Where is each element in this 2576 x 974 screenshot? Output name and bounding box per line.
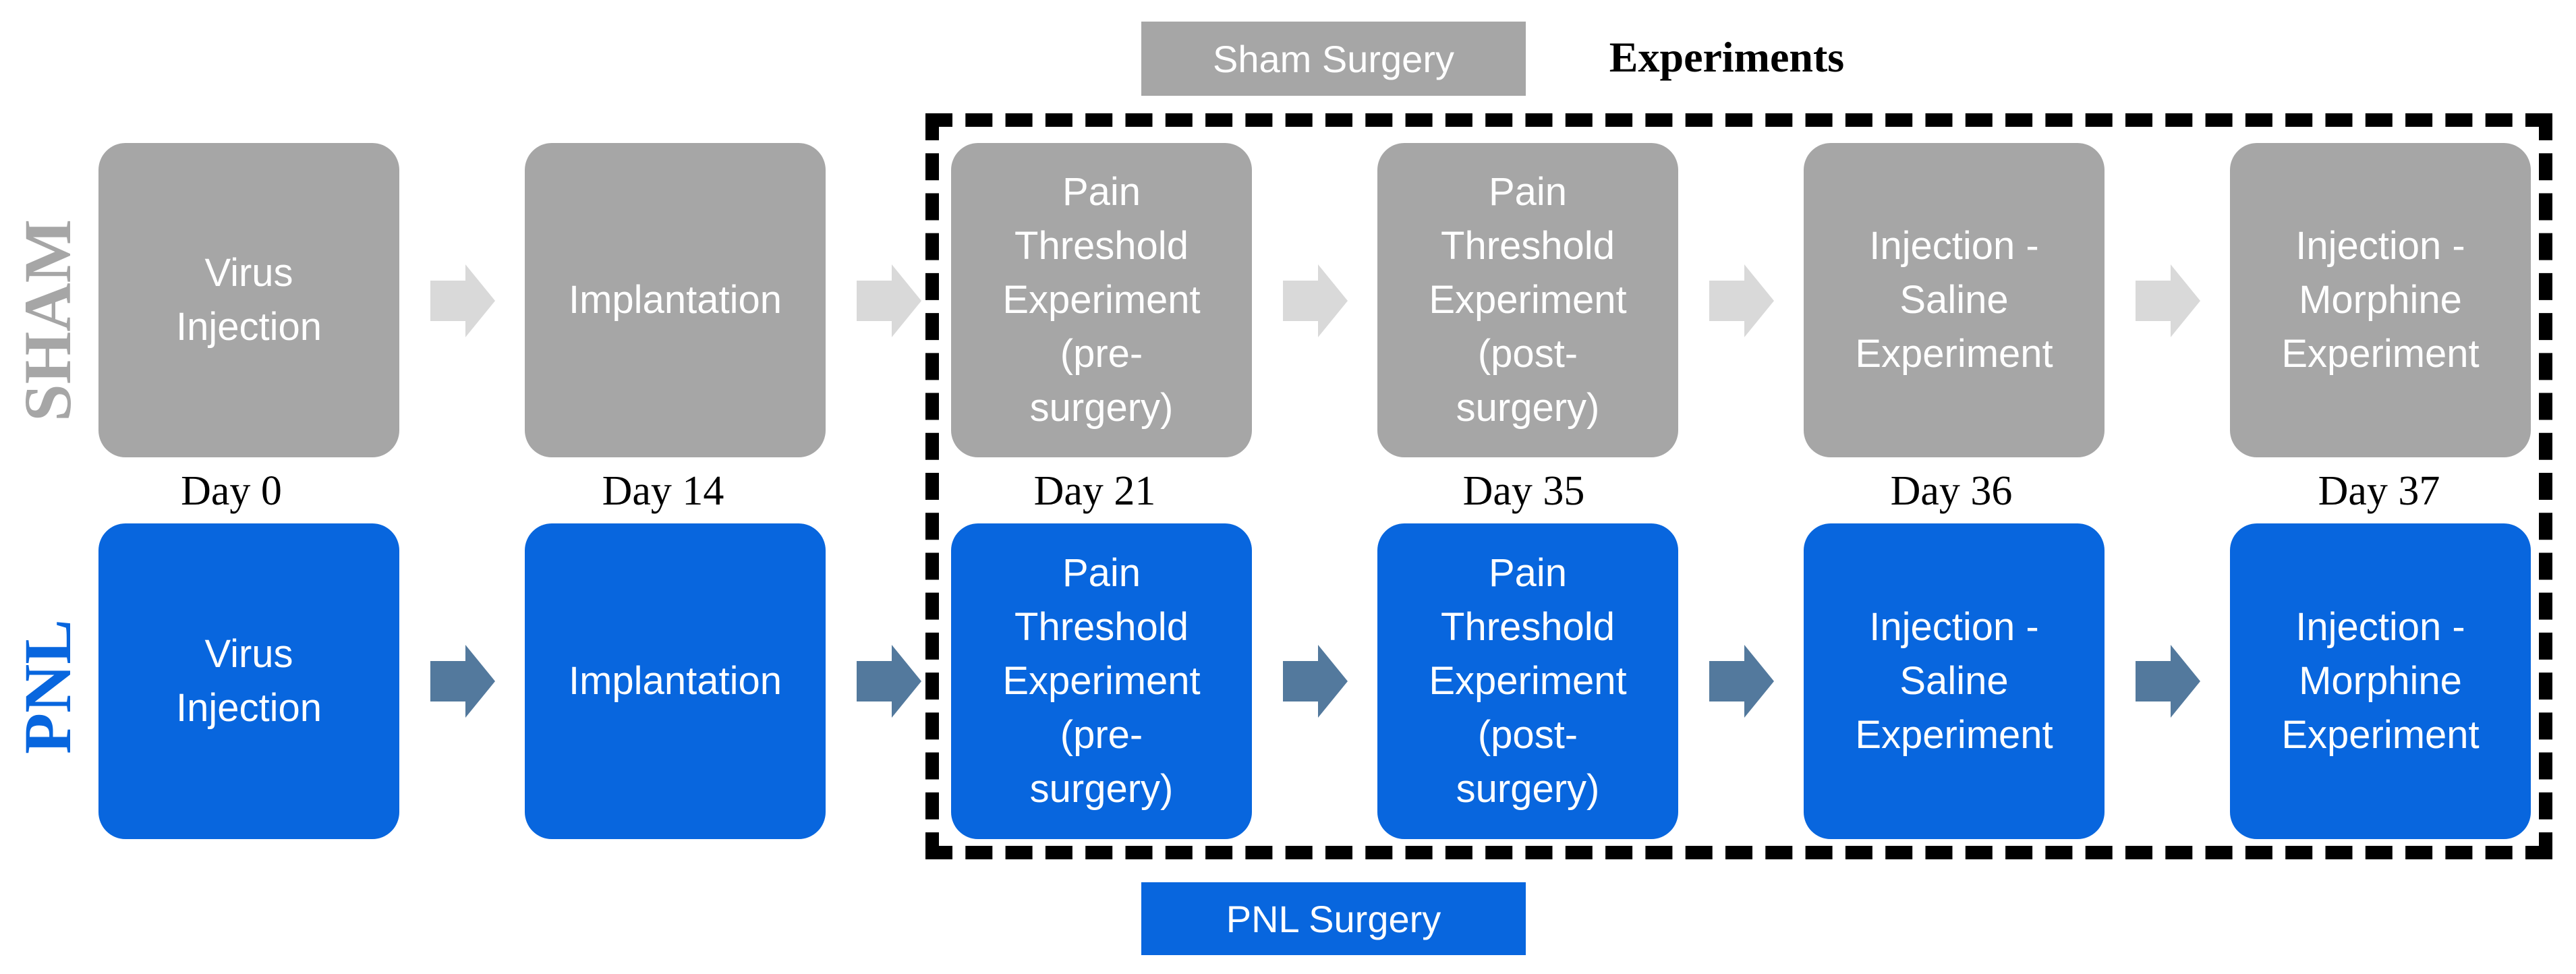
day-label: Day 14 bbox=[602, 467, 724, 514]
pnl-step-box: Injection - Morphine Experiment bbox=[2230, 523, 2531, 839]
pnl-arrow-icon bbox=[1709, 645, 1774, 718]
sham-surgery-legend: Sham Surgery bbox=[1141, 22, 1526, 96]
pnl-arrow-icon bbox=[1283, 645, 1348, 718]
pnl-step-box: Virus Injection bbox=[98, 523, 399, 839]
day-label: Day 36 bbox=[1890, 467, 2013, 514]
pnl-arrow-shape bbox=[857, 645, 921, 718]
sham-arrow-shape bbox=[2136, 264, 2200, 337]
day-label: Day 0 bbox=[181, 467, 282, 514]
pnl-arrow-icon bbox=[857, 645, 921, 718]
sham-step-box: Injection - Saline Experiment bbox=[1804, 143, 2105, 457]
pnl-arrow-shape bbox=[2136, 645, 2200, 718]
pnl-step-box: Injection - Saline Experiment bbox=[1804, 523, 2105, 839]
pnl-surgery-legend: PNL Surgery bbox=[1141, 882, 1526, 955]
pnl-arrow-icon bbox=[2136, 645, 2200, 718]
sham-step-box: Pain Threshold Experiment (pre- surgery) bbox=[951, 143, 1252, 457]
sham-step-box: Pain Threshold Experiment (post- surgery… bbox=[1377, 143, 1678, 457]
sham-arrow-icon bbox=[430, 264, 495, 337]
sham-arrow-icon bbox=[857, 264, 921, 337]
sham-arrow-icon bbox=[2136, 264, 2200, 337]
sham-arrow-shape bbox=[430, 264, 495, 337]
sham-arrow-icon bbox=[1709, 264, 1774, 337]
sham-arrow-shape bbox=[1283, 264, 1348, 337]
experiments-label: Experiments bbox=[1609, 33, 1845, 81]
pnl-arrow-shape bbox=[1709, 645, 1774, 718]
pnl-step-box: Pain Threshold Experiment (post- surgery… bbox=[1377, 523, 1678, 839]
experiments-dashed-frame bbox=[925, 113, 2552, 859]
sham-row-label: SHAM bbox=[9, 219, 85, 422]
day-label: Day 37 bbox=[2318, 467, 2440, 514]
sham-arrow-shape bbox=[1709, 264, 1774, 337]
pnl-arrow-shape bbox=[430, 645, 495, 718]
pnl-arrow-shape bbox=[1283, 645, 1348, 718]
sham-arrow-icon bbox=[1283, 264, 1348, 337]
pnl-row-label: PNL bbox=[9, 619, 85, 754]
pnl-arrow-icon bbox=[430, 645, 495, 718]
sham-step-box: Implantation bbox=[525, 143, 826, 457]
day-label: Day 21 bbox=[1033, 467, 1156, 514]
day-label: Day 35 bbox=[1462, 467, 1585, 514]
sham-step-box: Virus Injection bbox=[98, 143, 399, 457]
pnl-step-box: Implantation bbox=[525, 523, 826, 839]
sham-arrow-shape bbox=[857, 264, 921, 337]
sham-step-box: Injection - Morphine Experiment bbox=[2230, 143, 2531, 457]
pnl-step-box: Pain Threshold Experiment (pre- surgery) bbox=[951, 523, 1252, 839]
